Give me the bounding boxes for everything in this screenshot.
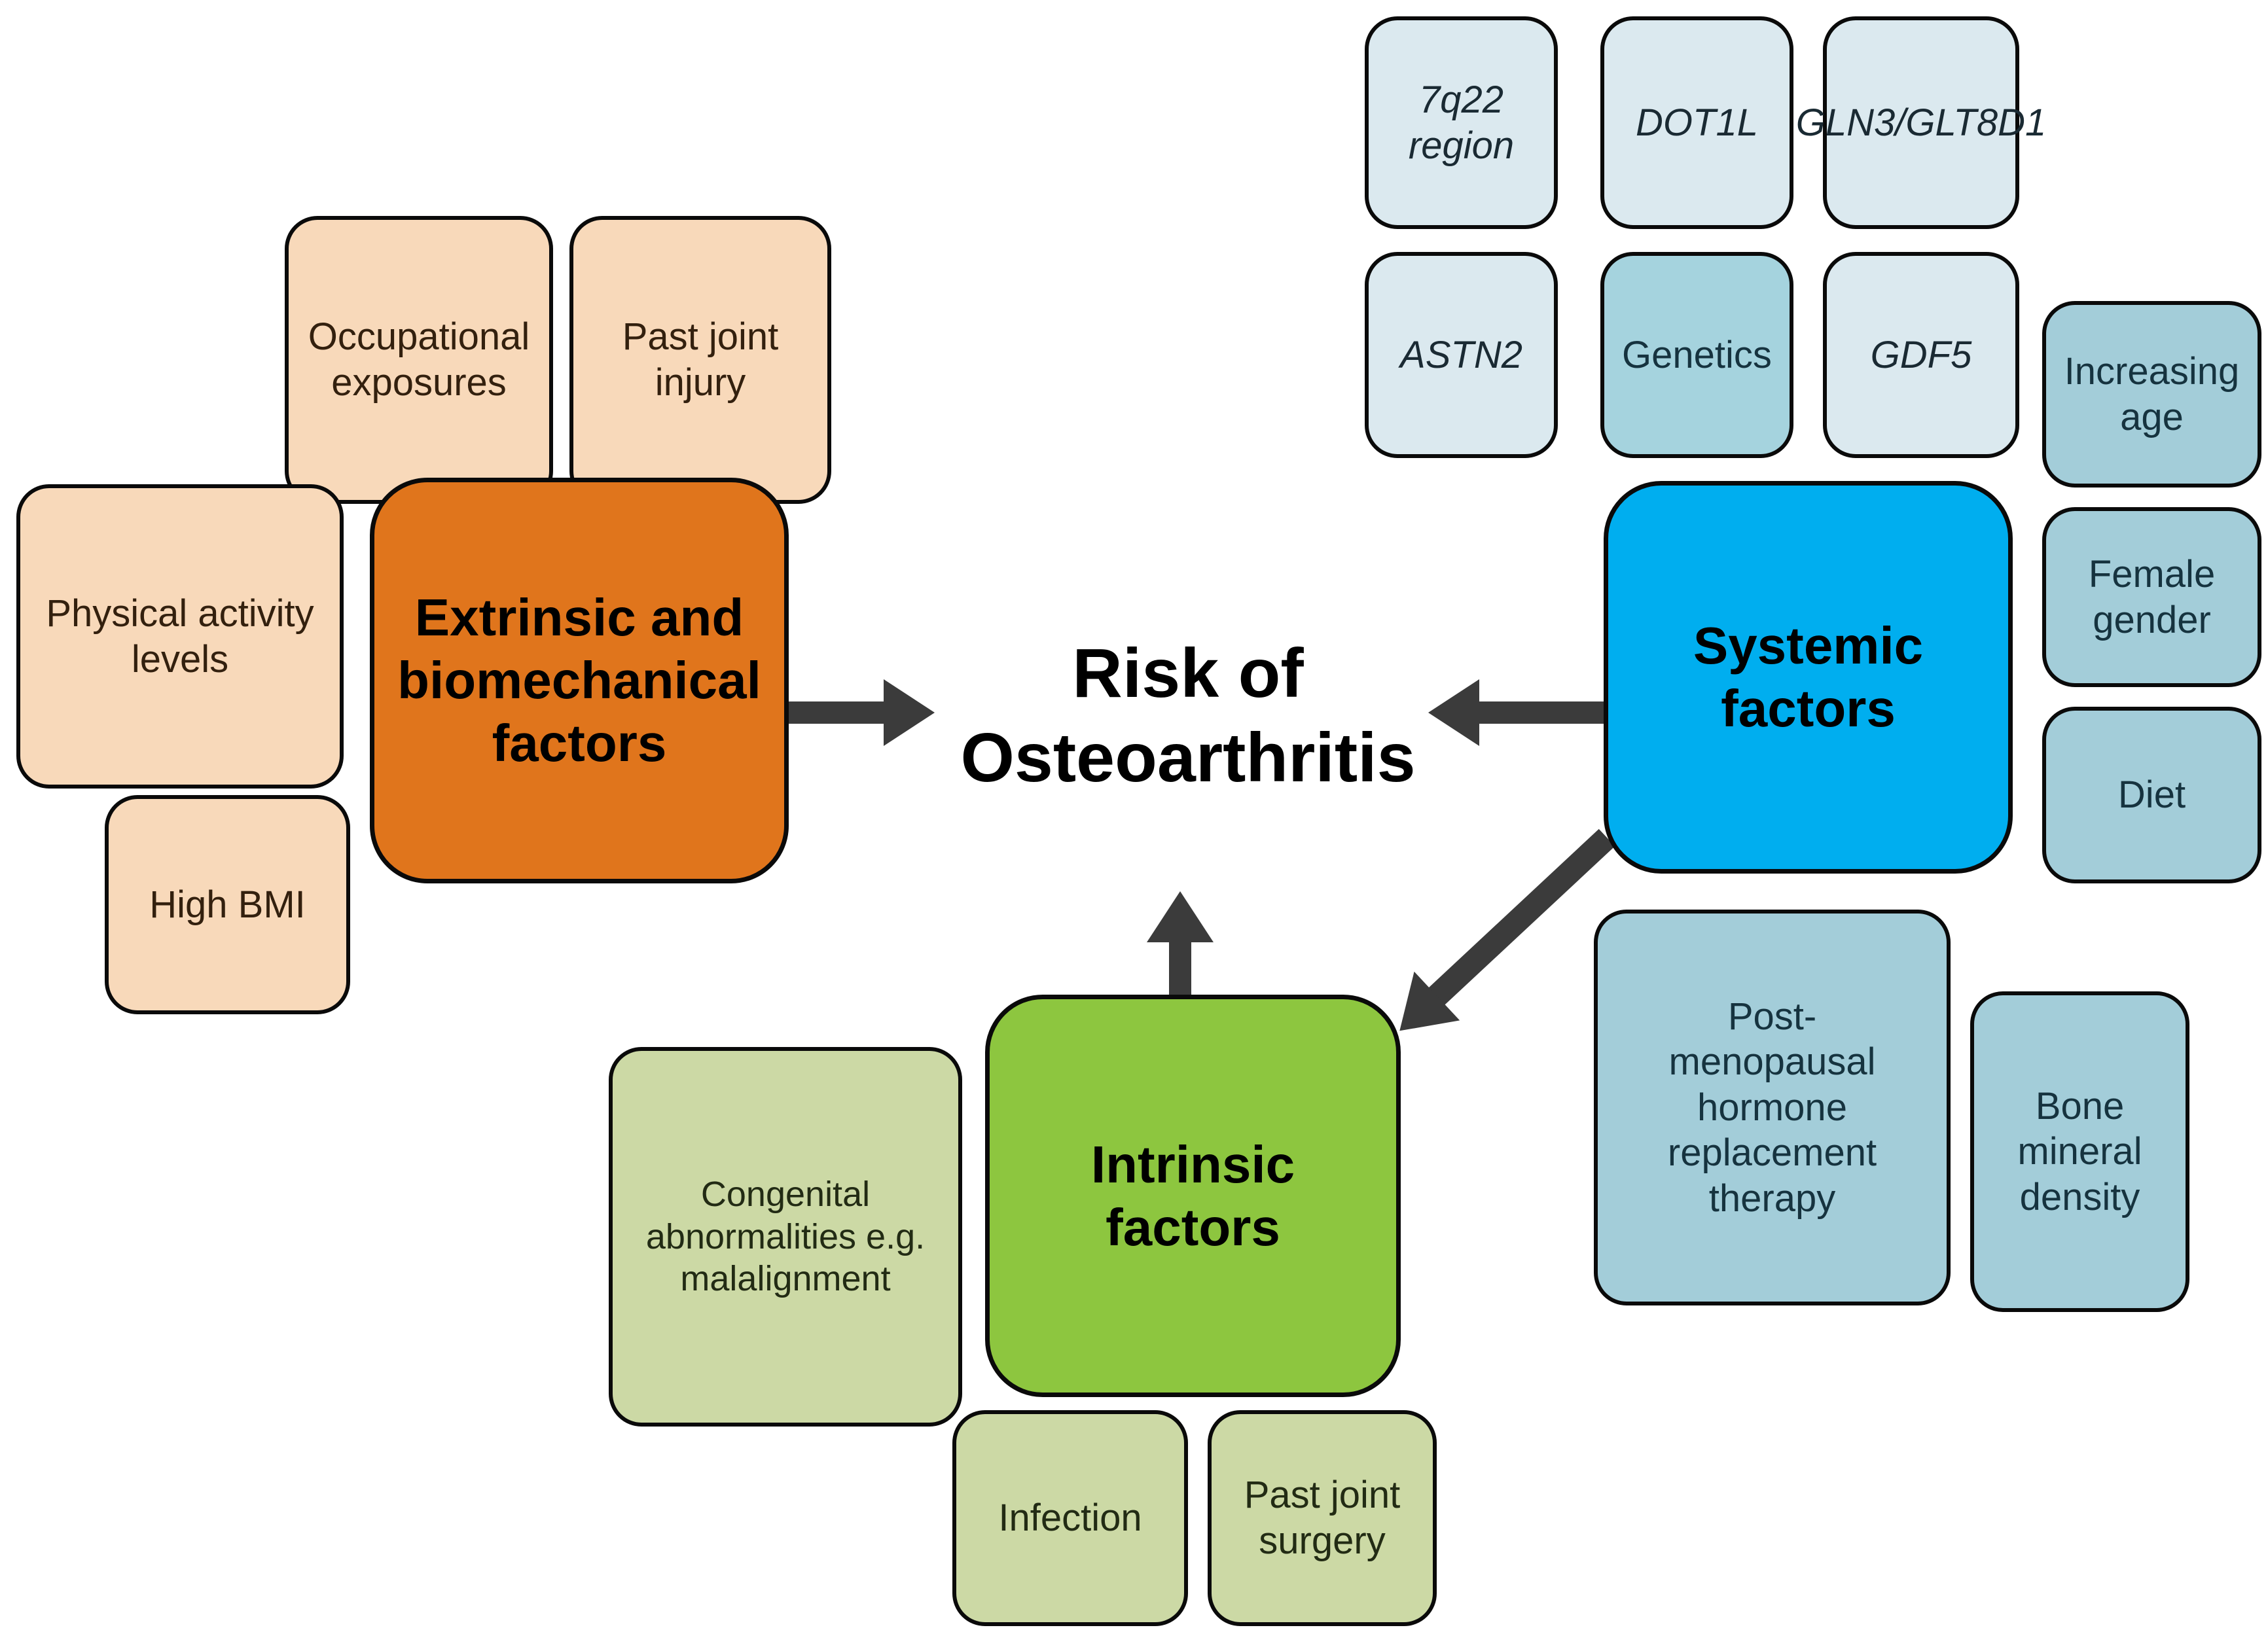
arrow-shaft	[1426, 828, 1615, 1007]
box-past-joint-injury: Past joint injury	[569, 216, 831, 504]
arrow-head-left-icon	[1428, 679, 1479, 746]
box-infection: Infection	[952, 1410, 1188, 1626]
box-genetics: Genetics	[1600, 252, 1793, 458]
box-bone-mineral-density: Bone mineral density	[1970, 991, 2189, 1312]
box-systemic-factors: Systemic factors	[1604, 481, 2013, 874]
arrow-shaft	[1476, 701, 1607, 724]
box-gln3-glt8d1: GLN3/GLT8D1	[1796, 16, 2046, 229]
box-congenital-abnormalities: Congenital abnormalities e.g. malalignme…	[609, 1047, 962, 1427]
box-physical-activity-levels: Physical activity levels	[16, 484, 344, 789]
box-intrinsic-factors: Intrinsic factors	[985, 995, 1401, 1397]
diagram-title: Risk of Osteoarthritis	[960, 635, 1416, 797]
box-past-joint-surgery: Past joint surgery	[1208, 1410, 1437, 1626]
box-7q22-region: 7q22 region	[1365, 16, 1558, 229]
arrow-head-up-icon	[1147, 891, 1214, 942]
arrow-systemic-to-intrinsic	[1377, 828, 1615, 1055]
arrow-shaft	[1169, 939, 1191, 999]
box-extrinsic-biomechanical-factors: Extrinsic and biomechanical factors	[370, 478, 789, 883]
box-high-bmi: High BMI	[105, 795, 350, 1014]
box-post-menopausal-hrt: Post-menopausal hormone replacement ther…	[1594, 910, 1951, 1305]
box-diet: Diet	[2042, 707, 2261, 883]
arrow-head-right-icon	[884, 679, 935, 746]
box-gdf5: GDF5	[1823, 252, 2019, 458]
box-dot1l: DOT1L	[1600, 16, 1793, 229]
box-astn2: ASTN2	[1365, 252, 1558, 458]
box-occupational-exposures: Occupational exposures	[285, 216, 553, 504]
box-female-gender: Female gender	[2042, 507, 2261, 687]
box-increasing-age: Increasing age	[2042, 301, 2261, 488]
arrow-shaft	[789, 701, 887, 724]
